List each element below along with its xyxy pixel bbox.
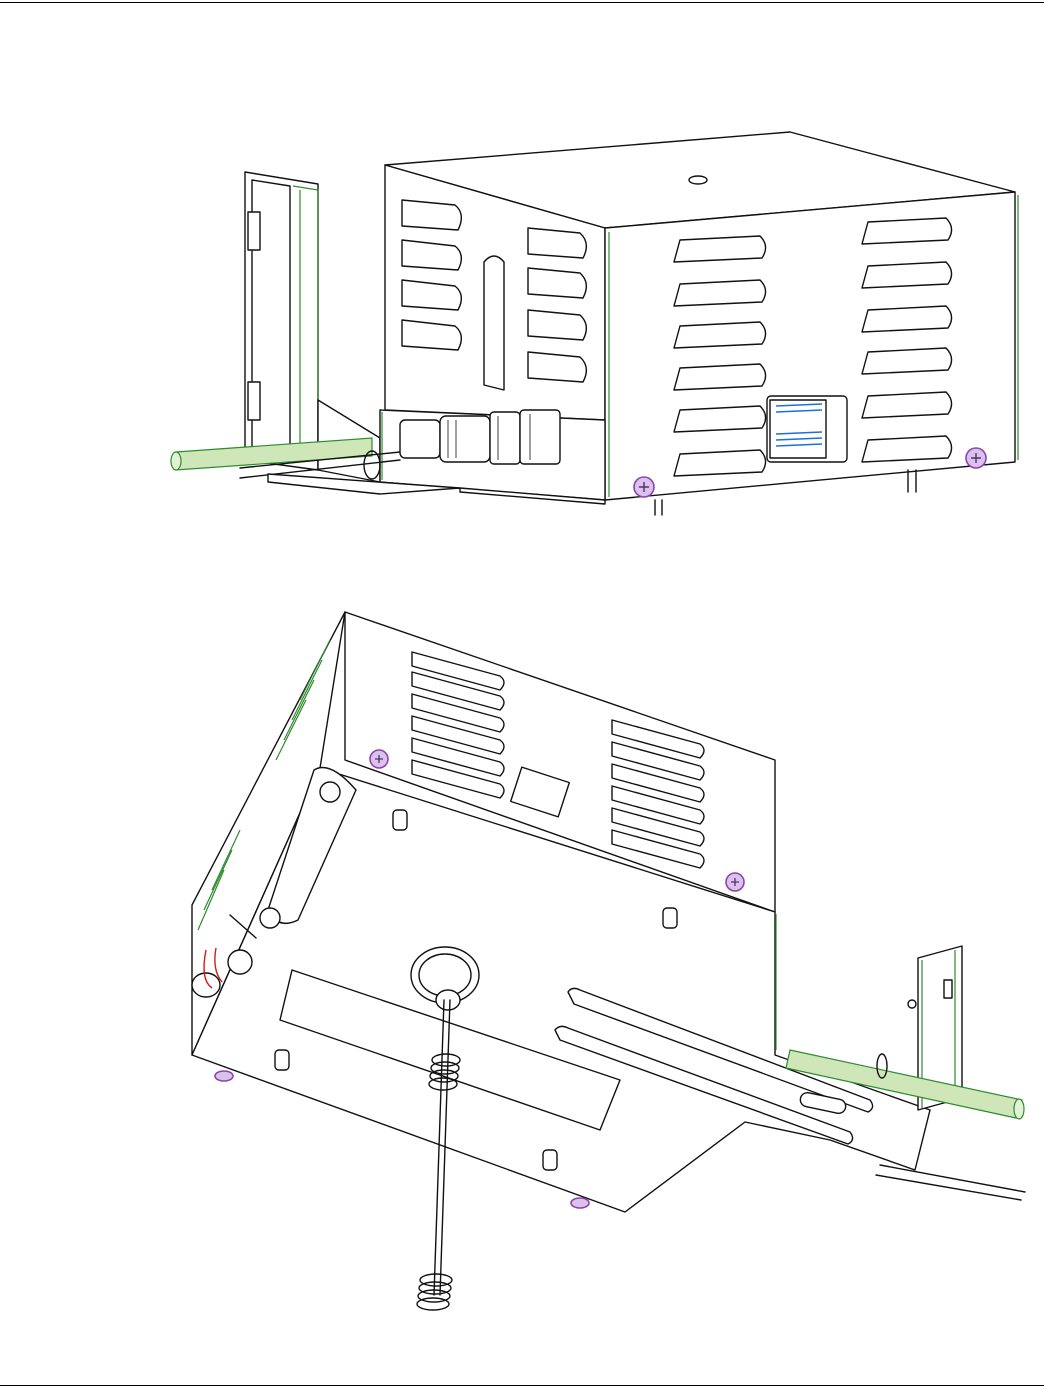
mounting-bracket xyxy=(245,172,380,482)
screw-icon xyxy=(634,477,654,497)
screw-icon xyxy=(215,1071,233,1081)
screw-icon xyxy=(726,873,744,891)
enclosure-underside-view xyxy=(192,612,1025,1310)
screw-icon xyxy=(571,1198,589,1208)
enclosure-side-view xyxy=(171,132,1018,515)
label-window xyxy=(767,396,847,462)
screw-icon xyxy=(370,750,388,768)
screw-icon xyxy=(966,448,986,468)
